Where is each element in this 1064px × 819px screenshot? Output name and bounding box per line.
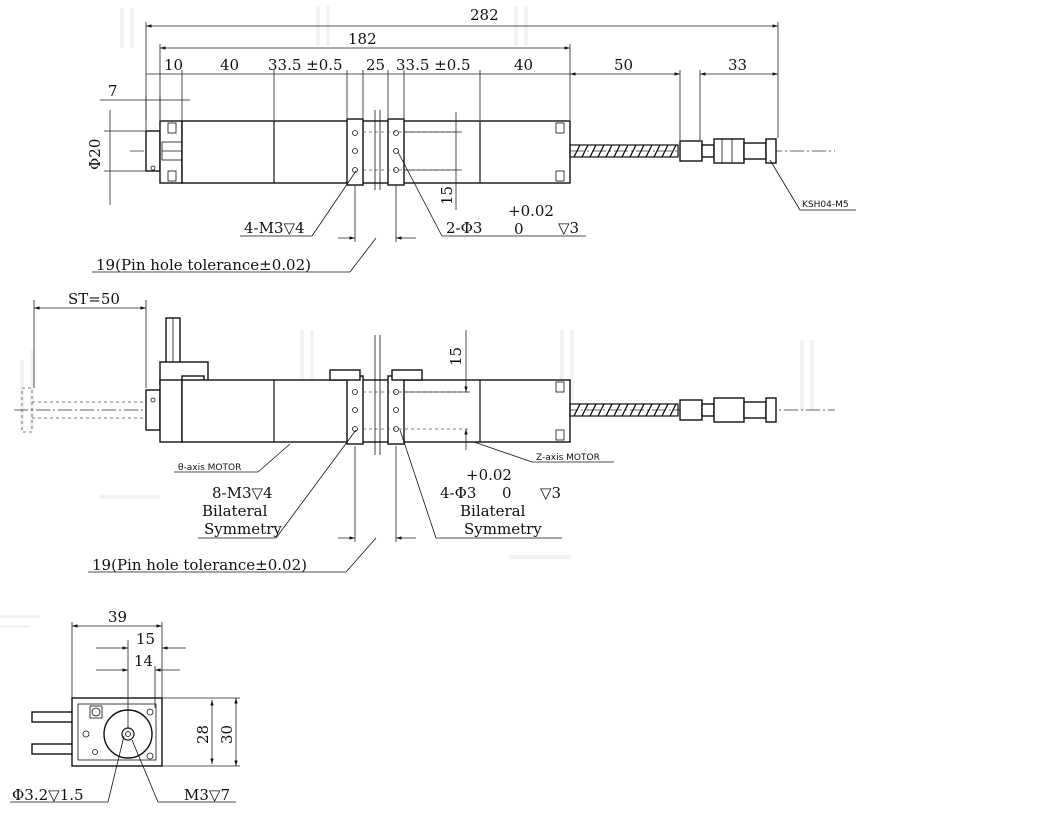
end-view: 39 15 14 28 30 Φ3.2▽1.5 M3▽7	[10, 608, 240, 804]
dim-seg-50: 50	[614, 56, 633, 74]
end-dim-15: 15	[136, 630, 155, 648]
theta-motor-label: θ-axis MOTOR	[178, 463, 241, 473]
end-dim-28: 28	[194, 725, 212, 744]
callout-8-m3: 8-M3▽4	[212, 484, 273, 502]
dim-seg-25: 25	[366, 56, 385, 74]
end-dim-39: 39	[108, 608, 127, 626]
watermark	[0, 6, 814, 628]
end-dim-14: 14	[134, 652, 153, 670]
dim-seg-40a: 40	[220, 56, 239, 74]
dim-seg-33-5a: 33.5 ±0.5	[268, 56, 343, 74]
dim-body-length: 182	[348, 30, 377, 48]
tol-plus: +0.02	[508, 202, 554, 220]
dim-seg-33: 33	[728, 56, 747, 74]
end-dim-30: 30	[218, 725, 236, 744]
side-tol-plus: +0.02	[466, 466, 512, 484]
dim-seg-40b: 40	[514, 56, 533, 74]
side-tol-zero: 0	[502, 484, 512, 502]
stroke-label: ST=50	[68, 290, 120, 308]
bilateral-right: Bilateral	[460, 502, 526, 520]
dim-seg-33-5b: 33.5 ±0.5	[396, 56, 471, 74]
callout-depth-3: ▽3	[558, 219, 579, 237]
dim-7: 7	[108, 82, 118, 100]
callout-2-dia3: 2-Φ3	[446, 219, 482, 237]
callout-4-m3: 4-M3▽4	[244, 219, 305, 237]
dim-seg-10: 10	[164, 56, 183, 74]
callout-4-dia3: 4-Φ3	[440, 484, 476, 502]
callout-dia-3-2: Φ3.2▽1.5	[12, 786, 84, 804]
tol-zero: 0	[514, 220, 524, 238]
side-dim-15: 15	[447, 347, 465, 366]
dim-15: 15	[438, 186, 456, 205]
side-pin-hole-note: 19(Pin hole tolerance±0.02)	[92, 556, 307, 574]
dim-diameter-20: Φ20	[86, 139, 104, 170]
fitting-label: KSH04-M5	[802, 200, 849, 210]
z-motor-label: Z-axis MOTOR	[536, 453, 600, 463]
dim-overall-length: 282	[470, 6, 499, 24]
symmetry-left: Symmetry	[204, 520, 282, 538]
side-callout-depth-3: ▽3	[540, 484, 561, 502]
top-view: 282 182 10 40 33.5 ±0.5 25 33.5 ±0.5 40 …	[86, 6, 856, 274]
pin-hole-note: 19(Pin hole tolerance±0.02)	[96, 256, 311, 274]
callout-m3-7: M3▽7	[184, 786, 230, 804]
bilateral-left: Bilateral	[202, 502, 268, 520]
side-view: ST=50	[14, 290, 835, 574]
symmetry-right: Symmetry	[464, 520, 542, 538]
